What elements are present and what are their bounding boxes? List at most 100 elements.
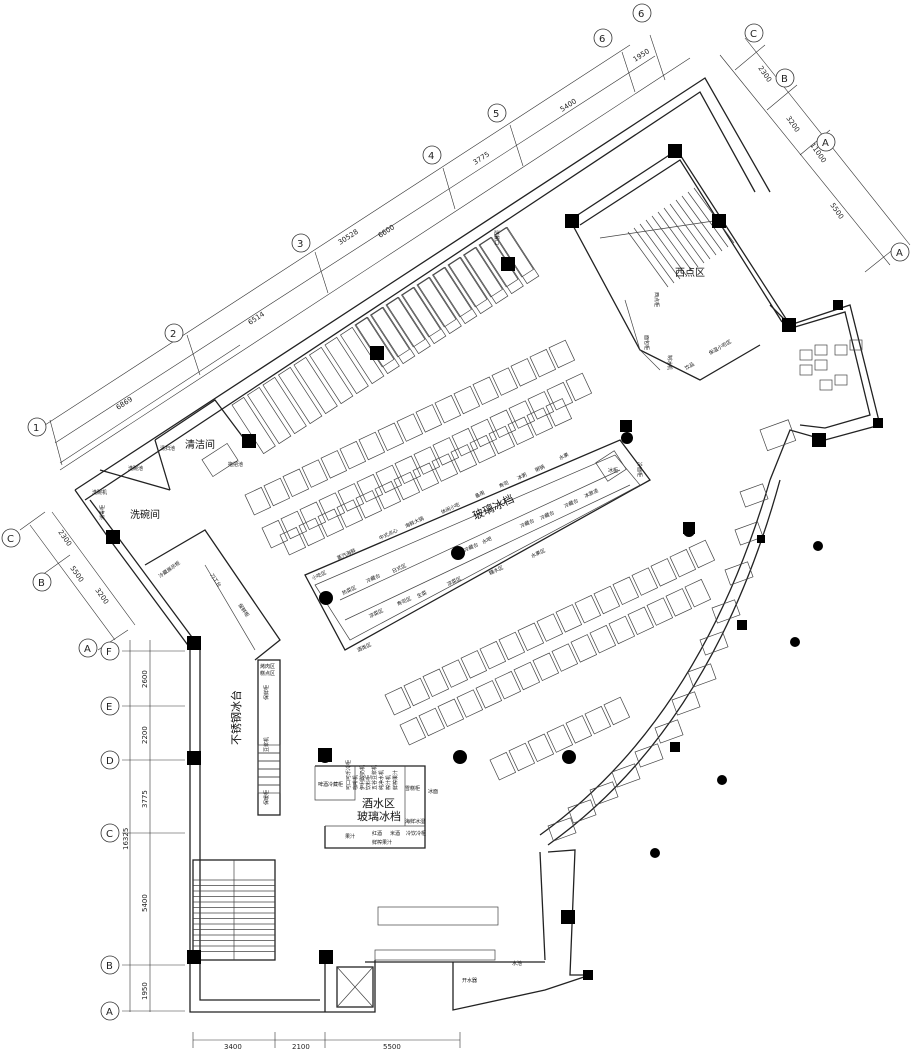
seat (546, 381, 574, 411)
seat (384, 686, 412, 716)
room-label-pastry: 西点区 (675, 267, 705, 279)
grid-bubble-5: 5 (493, 109, 499, 120)
chair (814, 359, 828, 371)
grid-bubble-right-a: A (822, 138, 829, 149)
grid-bubble-f: F (106, 647, 112, 658)
seat (282, 468, 310, 498)
seat (340, 326, 385, 385)
seat (432, 437, 460, 466)
seat (278, 366, 323, 425)
seat (337, 483, 365, 512)
equipment-label: 清扫池 (160, 445, 175, 452)
seat (396, 413, 424, 442)
dim-midleft-5500: 5500 (68, 565, 85, 584)
seat (646, 597, 674, 626)
seat (494, 226, 534, 278)
grid-bubble-d: D (106, 756, 114, 767)
seat (612, 576, 640, 606)
seat (336, 499, 364, 528)
kitchen-walls (99, 399, 281, 661)
dining-tables (547, 339, 863, 842)
dining-table (739, 483, 769, 508)
drinks-labels: 可口可乐冷柜咖啡机伊利酸奶机饮料柜五谷豆浆机纯净水机榨汁机鲜榨果汁啤酒冷藏柜雪糕… (318, 760, 438, 846)
grid-bubble-1: 1 (33, 423, 39, 434)
seat (402, 286, 447, 345)
grid-bubble-c: C (106, 829, 113, 840)
seat (247, 386, 292, 445)
equipment-label: 冷饮冷柜 (406, 830, 426, 837)
seat (412, 462, 440, 492)
seat (460, 650, 488, 679)
seat (631, 567, 659, 596)
seat (464, 246, 509, 305)
dining-table (724, 561, 754, 586)
equipment-label: 果汁 (345, 833, 355, 840)
equipment-label: 冷藏展示柜 (157, 560, 182, 580)
equipment-label: 烤肉区 (260, 663, 275, 670)
grid-bubble-6: 6 (599, 34, 605, 45)
seat (489, 409, 517, 439)
room-label-dish: 洗碗间 (130, 508, 160, 521)
drinks-counter (314, 765, 499, 961)
equipment-label: 红酒 (372, 830, 382, 837)
dining-table (634, 743, 664, 768)
seat (244, 486, 272, 516)
equipment-label: 冷藏台 (463, 541, 480, 554)
seat (451, 427, 479, 457)
seat (317, 508, 345, 538)
seat (491, 367, 519, 396)
dim-left-16325: 16325 (122, 828, 130, 850)
grid-bubble-right-b: B (781, 74, 788, 85)
equipment-label: 纯净水机 (378, 770, 385, 790)
equipment-label: 糕点区 (260, 670, 275, 677)
chair (819, 379, 833, 391)
equipment-label: 冷面柜 (636, 462, 643, 477)
seat (489, 751, 517, 781)
seat (263, 477, 291, 507)
seat (320, 450, 348, 479)
bottom-dimension-chain: 3400 2100 5500 (192, 1032, 461, 1050)
seat (370, 306, 410, 358)
equipment-label: 保鲜柜 (236, 602, 250, 618)
room-label-drinks-zone: 酒水区 (362, 797, 395, 810)
chair (834, 344, 848, 356)
seat (589, 624, 617, 654)
seat (551, 643, 579, 672)
equipment-label: 伊利酸奶机 (359, 765, 366, 790)
equipment-label: 冰柜 (608, 467, 618, 474)
seat (371, 306, 416, 365)
equipment-label: 冰粥 (516, 471, 528, 482)
seat (450, 444, 478, 473)
round-columns (319, 432, 823, 858)
seat (413, 446, 441, 475)
equipment-label: 冷藏台 (365, 572, 382, 585)
elevator (336, 966, 374, 1008)
dim-midleft-3200: 3200 (93, 587, 110, 606)
dining-table (711, 599, 741, 624)
seat (431, 453, 459, 482)
seat (433, 266, 478, 325)
equipment-label: 休闲小吃 (440, 501, 461, 516)
bottom-stair (192, 859, 276, 961)
top-grid-bubbles: 1 2 3 4 5 6 6 (27, 3, 652, 437)
equipment-label: 豆浆机 (263, 737, 270, 752)
grid-bubble-midleft-a: A (84, 644, 91, 655)
equipment-label: 冷藏台 (519, 517, 536, 530)
seat (394, 455, 422, 485)
equipment-label: 啤酒冷藏柜 (318, 781, 343, 788)
seat (456, 689, 484, 718)
room-label-drinks-glass-counter: 玻璃冰档 (357, 809, 401, 823)
grid-bubble-6b: 6 (638, 9, 644, 20)
seat (498, 631, 526, 661)
equipment-label: 冷藏台 (563, 497, 580, 510)
seat (417, 276, 462, 335)
seat (415, 404, 443, 433)
dining-table (567, 799, 597, 824)
dim-6869: 6869 (115, 395, 134, 411)
seat (494, 670, 522, 700)
dining-table (547, 817, 577, 842)
equipment-label: 刀工台 (208, 572, 222, 588)
seat (301, 459, 329, 488)
grid-bubble-midleft-c: C (7, 534, 14, 545)
seat (355, 490, 383, 519)
